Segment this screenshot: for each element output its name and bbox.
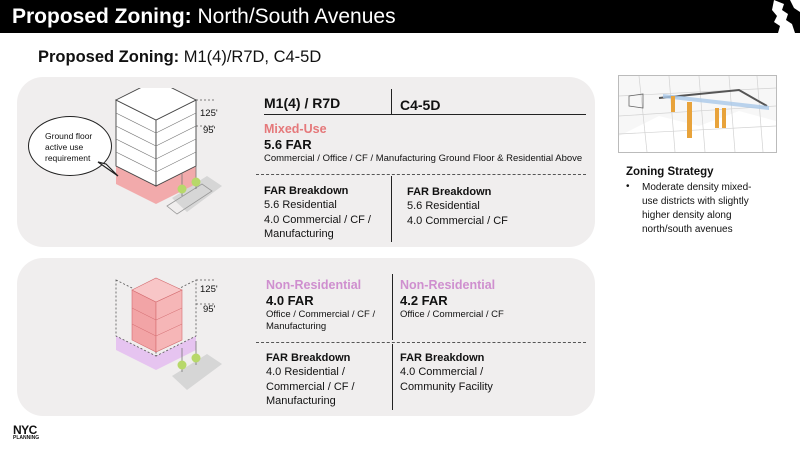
strategy-bullet: • xyxy=(626,181,630,192)
mixed-use-divider xyxy=(256,174,586,175)
strategy-title: Zoning Strategy xyxy=(626,166,714,178)
m1-r7d-breakdown: 5.6 Residential 4.0 Commercial / CF / Ma… xyxy=(264,199,371,240)
non-residential-column-divider-bottom xyxy=(392,344,393,410)
column-divider-top xyxy=(391,89,392,114)
non-residential-far-right: 4.2 FAR xyxy=(400,293,448,308)
nyc-planning-logo: NYC PLANNING xyxy=(13,423,40,441)
non-residential-column-divider-top xyxy=(392,274,393,340)
section-subtitle: Proposed Zoning: M1(4)/R7D, C4-5D xyxy=(38,48,322,66)
non-residential-description-right: Office / Commercial / CF xyxy=(400,309,504,320)
non-residential-description-left: Office / Commercial / CF / Manufacturing xyxy=(266,309,376,332)
height-label-95: 95' xyxy=(203,125,216,136)
mixed-use-column-divider xyxy=(391,176,392,242)
height-label-125: 125' xyxy=(200,108,218,119)
height-label-125-b: 125' xyxy=(200,284,218,295)
header-bar: Proposed Zoning: North/South Avenues xyxy=(0,0,800,33)
c4-5d-breakdown-heading: FAR Breakdown xyxy=(407,186,492,198)
column-header-c4-5d: C4-5D xyxy=(400,97,441,113)
nr-left-breakdown: 4.0 Residential / Commercial / CF / Manu… xyxy=(266,366,355,407)
callout-text: Ground floor active use requirement xyxy=(45,131,93,163)
non-residential-divider xyxy=(256,342,586,343)
mixed-use-panel xyxy=(17,77,595,247)
non-residential-far-left: 4.0 FAR xyxy=(266,293,314,308)
non-residential-building-illustration xyxy=(115,277,222,390)
non-residential-panel xyxy=(17,258,595,416)
height-label-95-b: 95' xyxy=(203,304,216,315)
header-underline xyxy=(264,114,586,115)
callout-bubble xyxy=(28,116,112,176)
inset-location-map xyxy=(618,75,777,153)
non-residential-label-left: Non-Residential xyxy=(266,278,362,292)
non-residential-label-right: Non-Residential xyxy=(400,278,496,292)
nr-right-breakdown: 4.0 Commercial / Community Facility xyxy=(400,366,493,393)
mixed-use-far: 5.6 FAR xyxy=(264,137,312,152)
strategy-text: Moderate density mixed- use districts wi… xyxy=(642,182,752,235)
mixed-use-description: Commercial / Office / CF / Manufacturing… xyxy=(264,153,583,164)
slide-title: Proposed Zoning: North/South Avenues xyxy=(12,5,396,28)
m1-r7d-breakdown-heading: FAR Breakdown xyxy=(264,185,349,197)
mixed-use-label: Mixed-Use xyxy=(264,122,327,136)
nr-right-breakdown-heading: FAR Breakdown xyxy=(400,352,485,364)
nr-left-breakdown-heading: FAR Breakdown xyxy=(266,352,351,364)
mixed-use-building-illustration xyxy=(114,88,222,215)
column-header-m1-r7d: M1(4) / R7D xyxy=(264,95,341,111)
nyc-map-icon xyxy=(772,0,800,33)
callout-pointer xyxy=(97,161,119,177)
c4-5d-breakdown: 5.6 Residential 4.0 Commercial / CF xyxy=(407,200,508,227)
